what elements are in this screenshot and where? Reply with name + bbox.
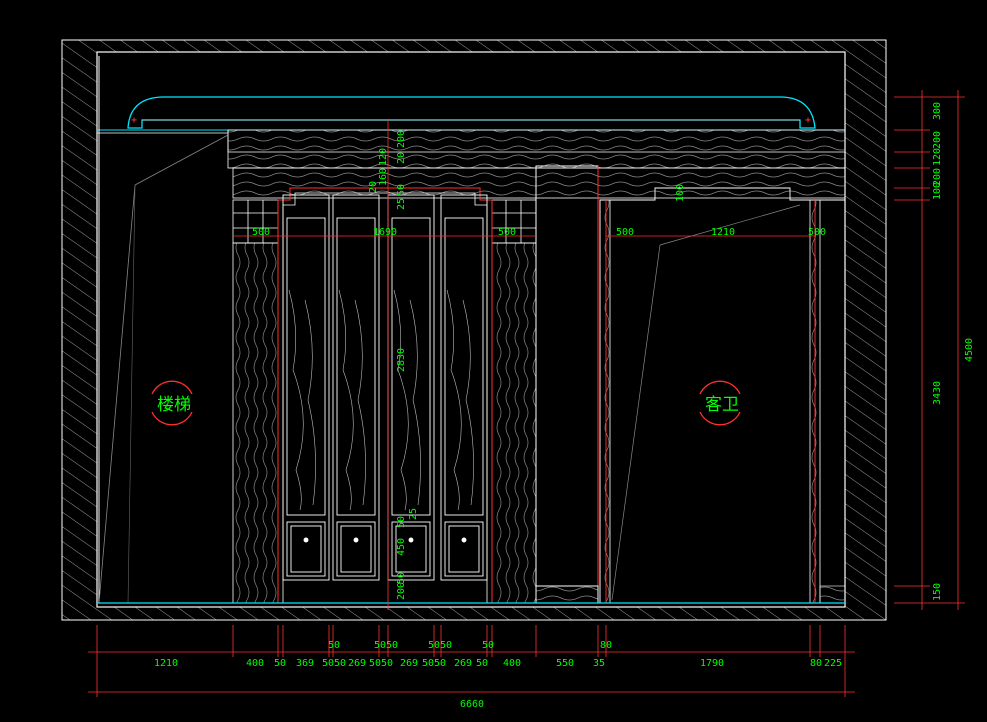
dim-269-a: 269: [348, 658, 366, 669]
stairs-label: 楼梯: [157, 395, 191, 415]
central-opening: [535, 165, 599, 604]
dim-stack-25: 25: [396, 198, 407, 210]
dim-bath-width: 1210: [711, 227, 735, 238]
dim-stack-bottom-50b: 50: [396, 572, 407, 584]
dim-5050-c: 5050: [422, 658, 446, 669]
wall-section: [61, 39, 887, 621]
dim-5050-a: 5050: [322, 658, 346, 669]
wall-panel-left: [232, 242, 279, 604]
dim-225: 225: [824, 658, 842, 669]
door-leaf-2: [332, 194, 380, 581]
dim-400-left: 400: [246, 658, 264, 669]
dim-550: 550: [556, 658, 574, 669]
dimension-text-interior: 500 1690 500 500 1210 500 100 2830 450 2…: [252, 130, 826, 600]
dim-50-a: 50: [274, 658, 286, 669]
dim-stack-bottom-200: 200: [396, 582, 407, 600]
door-leaves: [282, 194, 488, 581]
dim-stack-20-a: 20: [396, 152, 407, 164]
dim-top-50-b: 50: [482, 640, 494, 651]
svg-text:+: +: [131, 115, 137, 126]
dim-stack-120: 120: [378, 148, 389, 166]
dim-side-right: 500: [498, 227, 516, 238]
dim-1210: 1210: [154, 658, 178, 669]
dim-right-100: 100: [932, 182, 943, 200]
dimension-text-right: 300 200 120 200 100 3430 150 4500: [932, 102, 975, 601]
dim-369: 369: [296, 658, 314, 669]
stairs-opening: [98, 56, 229, 604]
dim-door-height: 2830: [396, 348, 407, 372]
dim-right-4500: 4500: [964, 338, 975, 362]
door-leaf-3: [387, 194, 435, 581]
dim-stack-bottom-50: 50: [396, 516, 407, 528]
door-leaf-4: [440, 194, 488, 581]
dim-stack-160: 160: [378, 168, 389, 186]
dim-side-left: 500: [252, 227, 270, 238]
dim-right-3430: 3430: [932, 381, 943, 405]
dim-top-50-a: 50: [328, 640, 340, 651]
bath-label: 客卫: [705, 395, 739, 415]
dim-5050-b: 5050: [369, 658, 393, 669]
dim-269-c: 269: [454, 658, 472, 669]
dim-bath-left: 500: [616, 227, 634, 238]
dim-panel-height: 450: [396, 538, 407, 556]
dim-stack-50: 50: [396, 184, 407, 196]
dim-top-5050-a: 5050: [374, 640, 398, 651]
wall-panel-right: [491, 242, 537, 604]
room-label-stairs: 楼梯: [151, 380, 193, 426]
dim-right-300: 300: [932, 102, 943, 120]
dim-stack-20-b: 20: [368, 181, 379, 193]
dim-80: 80: [810, 658, 822, 669]
dim-right-200-b: 200: [932, 168, 943, 186]
door-leaf-1: [282, 194, 330, 581]
dim-stack-bottom-25: 25: [408, 508, 419, 520]
dim-top-5050-b: 5050: [428, 640, 452, 651]
dim-269-b: 269: [400, 658, 418, 669]
dim-stack-200: 200: [396, 130, 407, 148]
dim-right-120: 120: [932, 148, 943, 166]
dim-total-width: 6660: [460, 699, 484, 710]
svg-text:+: +: [805, 115, 811, 126]
dim-bath-right: 500: [808, 227, 826, 238]
dim-top-80: 80: [600, 640, 612, 651]
dim-right-200-a: 200: [932, 131, 943, 149]
door-frame: [277, 187, 493, 603]
dim-50-b: 50: [476, 658, 488, 669]
dimension-lines: [88, 90, 965, 697]
room-label-bath: 客卫: [699, 380, 741, 426]
dim-right-150: 150: [932, 583, 943, 601]
dim-1790: 1790: [700, 658, 724, 669]
dimension-text-bottom: 1210 400 50 369 5050 269 5050 269 5050 2…: [154, 640, 842, 710]
dim-door-width: 1690: [373, 227, 397, 238]
dim-400-right: 400: [503, 658, 521, 669]
dim-bath-top: 100: [675, 184, 686, 202]
dim-35: 35: [593, 658, 605, 669]
